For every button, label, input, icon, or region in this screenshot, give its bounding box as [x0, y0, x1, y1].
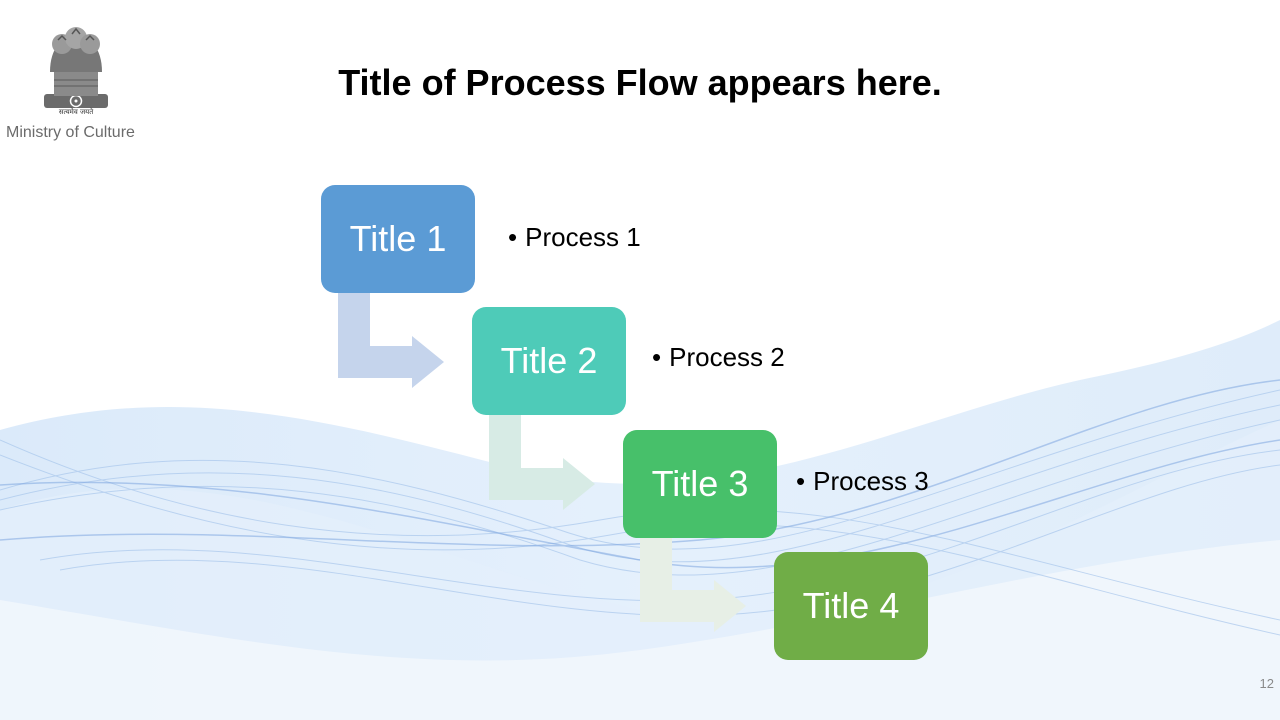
- connector-arrow-3: [640, 536, 746, 632]
- process-label-3: Process 3: [813, 466, 929, 496]
- national-emblem-icon: [44, 27, 108, 108]
- process-item-2: •Process 2: [652, 342, 785, 373]
- step-title-4: Title 4: [802, 585, 900, 626]
- ministry-label: Ministry of Culture: [6, 124, 135, 141]
- bullet-icon: •: [652, 342, 662, 372]
- process-item-1: •Process 1: [508, 222, 641, 253]
- step-box-1: Title 1: [321, 185, 475, 293]
- connector-arrow-1: [338, 292, 444, 388]
- process-label-2: Process 2: [669, 342, 785, 372]
- step-box-3: Title 3: [623, 430, 777, 538]
- step-title-1: Title 1: [349, 218, 447, 259]
- connector-arrow-2: [489, 414, 595, 510]
- step-box-2: Title 2: [472, 307, 626, 415]
- emblem-motto: सत्यमेव जयते: [58, 108, 94, 116]
- page-title: Title of Process Flow appears here.: [338, 62, 942, 103]
- process-label-1: Process 1: [525, 222, 641, 252]
- bullet-icon: •: [508, 222, 518, 252]
- step-title-3: Title 3: [651, 463, 749, 504]
- bullet-icon: •: [796, 466, 806, 496]
- step-box-4: Title 4: [774, 552, 928, 660]
- process-item-3: •Process 3: [796, 466, 929, 497]
- page-number: 12: [1259, 676, 1274, 691]
- step-title-2: Title 2: [500, 340, 598, 381]
